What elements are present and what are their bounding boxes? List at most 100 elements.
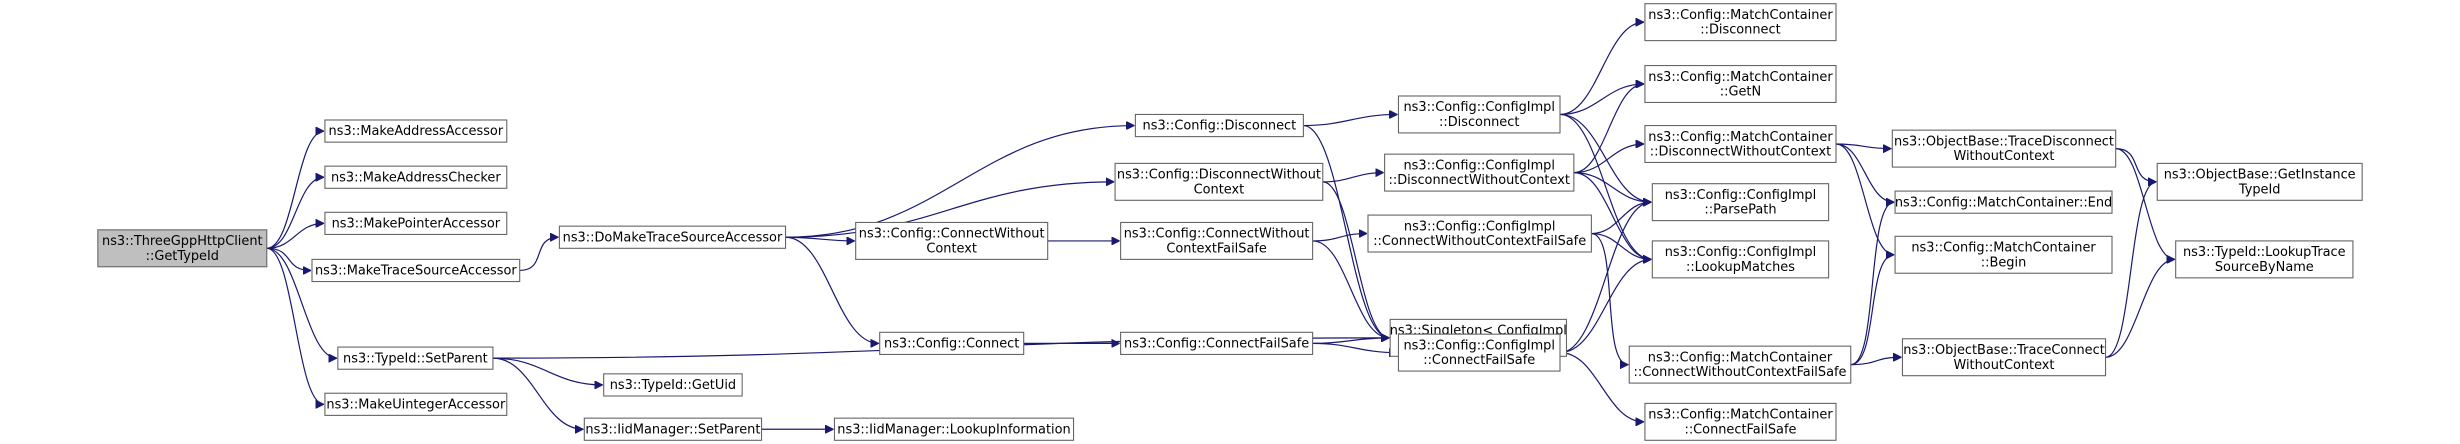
node-cfgconnwc[interactable]: ns3::Config::ConnectWithoutContext — [855, 221, 1049, 260]
node-label: ::Disconnect — [1439, 115, 1519, 130]
node-box — [2175, 240, 2354, 279]
node-box — [558, 225, 787, 249]
node-mkuintacc[interactable]: ns3::MakeUintegerAccessor — [324, 392, 508, 416]
node-getuid[interactable]: ns3::TypeId::GetUid — [603, 373, 743, 397]
node-label: ns3::Config::ConnectWithout — [1124, 227, 1310, 242]
node-lookupmatches[interactable]: ns3::Config::ConfigImpl::LookupMatches — [1651, 240, 1830, 279]
node-mcconnwcfs[interactable]: ns3::Config::MatchContainer::ConnectWith… — [1628, 345, 1852, 384]
node-label: ns3::Config::Disconnect — [1143, 119, 1297, 134]
node-box — [1644, 3, 1837, 42]
edge-impldisconnect-to-mcdisconnect — [1559, 22, 1644, 116]
node-label: ns3::Config::ConfigImpl — [1403, 158, 1555, 173]
node-mcend[interactable]: ns3::Config::MatchContainer::End — [1894, 190, 2113, 214]
edge-obtracedisc-to-lookuptrace — [2115, 148, 2175, 260]
edge-cfgdiscwc-to-impldiscwc — [1322, 173, 1384, 183]
node-setparent[interactable]: ns3::TypeId::SetParent — [337, 346, 494, 370]
node-label: ns3::Config::MatchContainer — [1648, 350, 1833, 365]
edge-impldiscwc-to-mcdiscwc — [1573, 144, 1644, 174]
node-mktsacc[interactable]: ns3::MakeTraceSourceAccessor — [311, 258, 521, 283]
edge-obtraceconn-to-lookuptrace — [2105, 259, 2175, 358]
node-label: ::ConnectWithoutContextFailSafe — [1373, 234, 1586, 249]
node-mcbegin[interactable]: ns3::Config::MatchContainer::Begin — [1894, 235, 2113, 274]
edge-obtracedisc-to-obgetinst — [2115, 148, 2157, 182]
edge-implconnfs-to-parsepath — [1559, 202, 1651, 354]
node-box — [311, 258, 521, 283]
edge-mcdiscwc-to-mcend — [1835, 143, 1895, 202]
node-label: TypeId — [2238, 182, 2281, 197]
node-mcgetn[interactable]: ns3::Config::MatchContainer::GetN — [1644, 64, 1837, 104]
node-label: ns3::Config::ConfigImpl — [1403, 338, 1555, 353]
edge-impldiscwc-to-mcgetn — [1573, 84, 1645, 174]
node-cfgconnfs[interactable]: ns3::Config::ConnectFailSafe — [1120, 331, 1314, 356]
node-box — [1894, 235, 2113, 274]
node-implconnwcfs[interactable]: ns3::Config::ConfigImpl::ConnectWithoutC… — [1367, 214, 1592, 253]
node-mkaddracc[interactable]: ns3::MakeAddressAccessor — [324, 119, 508, 143]
node-box — [1628, 345, 1852, 384]
node-box — [324, 211, 508, 236]
node-iidsetparent[interactable]: ns3::IidManager::SetParent — [583, 417, 763, 441]
node-label: ns3::Config::Connect — [884, 337, 1019, 352]
edge-impldiscwc-to-lookupmatches — [1573, 172, 1652, 260]
node-label: ContextFailSafe — [1166, 241, 1267, 256]
node-root[interactable]: ns3::ThreeGppHttpClient::GetTypeId — [97, 229, 268, 268]
node-label: ns3::ThreeGppHttpClient — [102, 234, 263, 249]
node-label: ns3::Config::MatchContainer::End — [1895, 195, 2112, 210]
node-box — [1651, 240, 1830, 279]
node-mcconnfs[interactable]: ns3::Config::MatchContainer::ConnectFail… — [1644, 402, 1837, 441]
node-parsepath[interactable]: ns3::Config::ConfigImpl::ParsePath — [1651, 183, 1830, 222]
node-label: ns3::ObjectBase::TraceDisconnect — [1894, 134, 2114, 149]
node-box — [1894, 190, 2113, 214]
node-label: ns3::MakePointerAccessor — [332, 217, 501, 232]
edge-mktsacc-to-domake — [519, 237, 559, 272]
node-label: ns3::MakeAddressChecker — [331, 170, 501, 185]
node-label: ns3::ObjectBase::TraceConnect — [1903, 343, 2105, 358]
node-label: ::Disconnect — [1700, 23, 1780, 38]
node-box — [855, 221, 1049, 260]
node-cfgconnwcfs[interactable]: ns3::Config::ConnectWithoutContextFailSa… — [1120, 221, 1314, 260]
edge-mcconnwcfs-to-obtraceconn — [1850, 357, 1902, 366]
node-mcdisconnect[interactable]: ns3::Config::MatchContainer::Disconnect — [1644, 3, 1837, 42]
node-mkptracc[interactable]: ns3::MakePointerAccessor — [324, 211, 508, 236]
node-obtracedisc[interactable]: ns3::ObjectBase::TraceDisconnectWithoutC… — [1891, 129, 2117, 168]
node-domake[interactable]: ns3::DoMakeTraceSourceAccessor — [558, 225, 787, 249]
edge-impldisconnect-to-mcgetn — [1559, 84, 1644, 116]
node-label: ns3::Config::MatchContainer — [1911, 241, 2096, 256]
edge-cfgdisconnect-to-singleton — [1303, 124, 1390, 338]
edge-mcconnwcfs-to-mcend — [1850, 202, 1895, 366]
node-box — [1644, 402, 1837, 441]
node-impldisconnect[interactable]: ns3::Config::ConfigImpl::Disconnect — [1397, 95, 1561, 134]
edge-root-to-mkptracc — [266, 223, 324, 249]
node-iidlookup[interactable]: ns3::IidManager::LookupInformation — [833, 417, 1075, 441]
node-implconnfs[interactable]: ns3::Config::ConfigImpl::ConnectFailSafe — [1397, 333, 1561, 372]
edge-domake-to-cfgconnect — [785, 236, 879, 343]
node-mcdiscwc[interactable]: ns3::Config::MatchContainer::DisconnectW… — [1644, 124, 1837, 164]
edge-root-to-mkaddracc — [266, 131, 325, 249]
node-cfgdisconnect[interactable]: ns3::Config::Disconnect — [1134, 113, 1304, 138]
node-box — [324, 119, 508, 143]
edge-root-to-setparent — [266, 247, 337, 358]
node-label: ns3::ObjectBase::GetInstance — [2164, 168, 2356, 183]
node-box — [1114, 162, 1324, 201]
node-box — [337, 346, 494, 370]
edge-root-to-mkuintacc — [266, 247, 325, 404]
node-label: ns3::TypeId::GetUid — [610, 378, 736, 393]
node-label: ns3::MakeUintegerAccessor — [326, 397, 506, 412]
node-obtraceconn[interactable]: ns3::ObjectBase::TraceConnectWithoutCont… — [1901, 338, 2107, 377]
node-label: SourceByName — [2215, 260, 2314, 275]
node-box — [1384, 153, 1575, 192]
node-box — [1901, 338, 2107, 377]
edge-cfgconnfs-to-singleton — [1312, 338, 1390, 344]
node-cfgconnect[interactable]: ns3::Config::Connect — [879, 331, 1025, 356]
edge-root-to-mktsacc — [266, 247, 311, 270]
edge-domake-to-cfgdiscwc — [785, 182, 1115, 238]
edge-mcdiscwc-to-obtracedisc — [1835, 143, 1891, 149]
node-box — [1367, 214, 1592, 253]
node-mkaddrchk[interactable]: ns3::MakeAddressChecker — [324, 165, 508, 189]
node-label: ::Begin — [1981, 255, 2026, 270]
node-impldiscwc[interactable]: ns3::Config::ConfigImpl::DisconnectWitho… — [1384, 153, 1575, 192]
node-cfgdiscwc[interactable]: ns3::Config::DisconnectWithoutContext — [1114, 162, 1324, 201]
edge-cfgdisconnect-to-impldisconnect — [1303, 114, 1397, 127]
